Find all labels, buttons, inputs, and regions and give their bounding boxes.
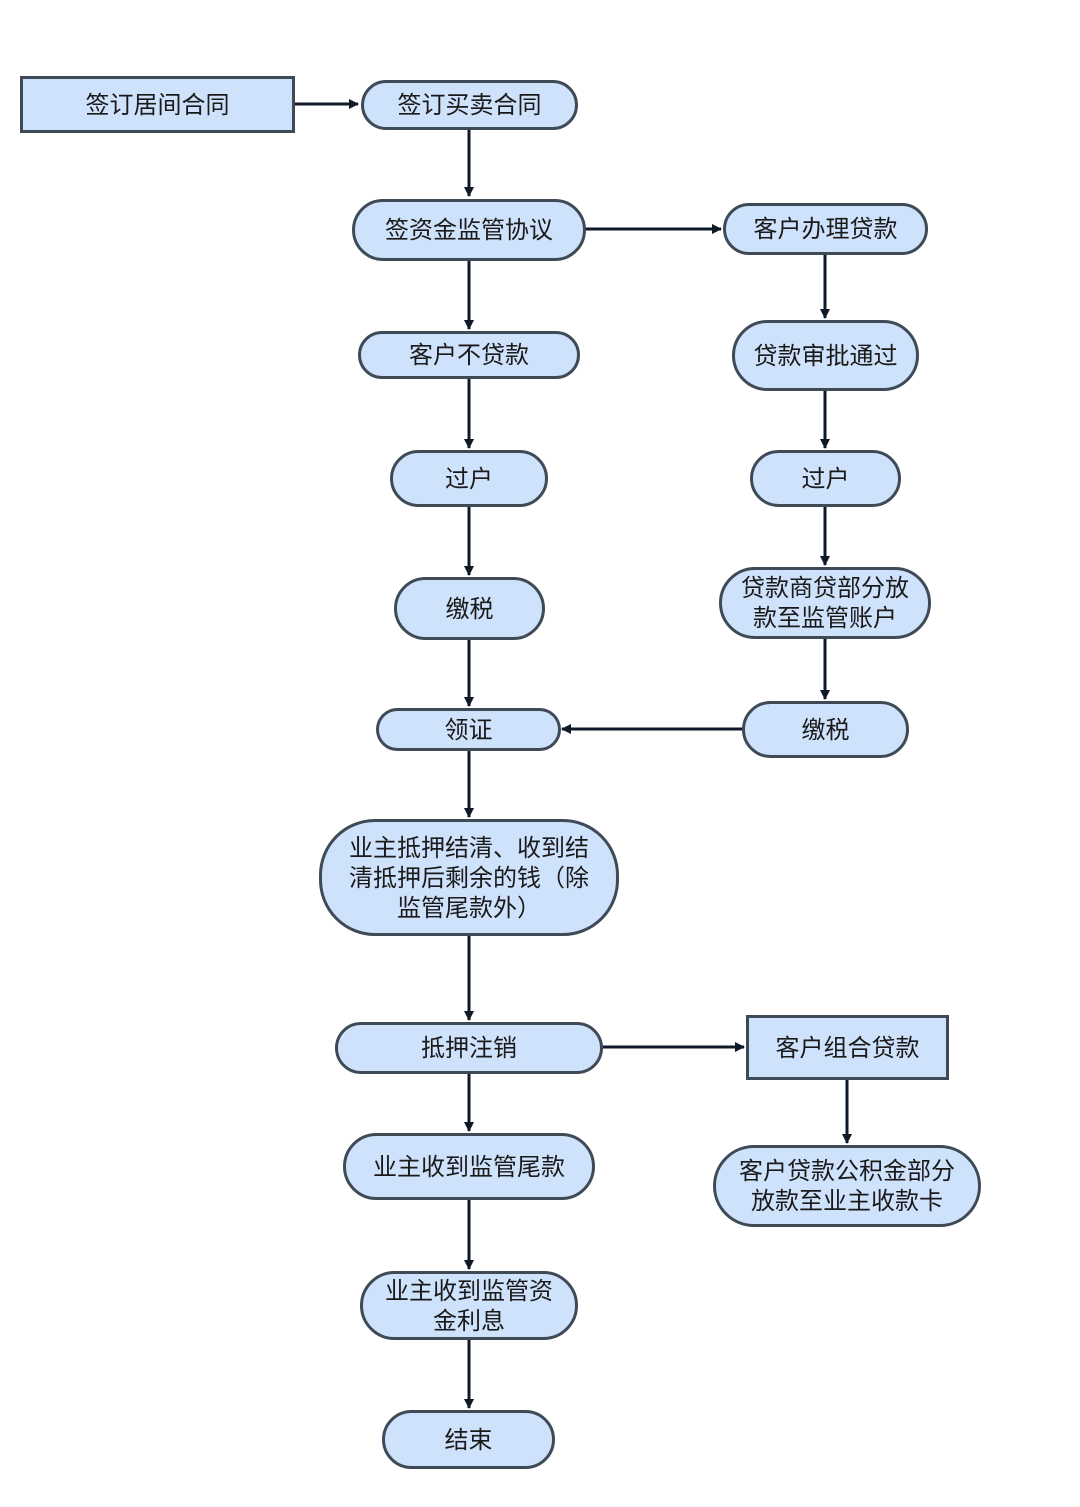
node-owner-settle-mortgage: 业主抵押结清、收到结 清抵押后剩余的钱（除 监管尾款外） — [319, 819, 619, 936]
node-label: 结束 — [444, 1425, 493, 1454]
node-no-loan: 客户不贷款 — [358, 331, 580, 379]
node-label: 业主收到监管资 金利息 — [385, 1276, 553, 1335]
node-owner-receive-final-payment: 业主收到监管尾款 — [343, 1133, 595, 1200]
node-tax-left: 缴税 — [394, 577, 545, 640]
node-label: 领证 — [444, 715, 493, 744]
node-label: 客户不贷款 — [409, 341, 529, 369]
node-sign-agency-contract: 签订居间合同 — [20, 76, 295, 133]
node-owner-receive-interest: 业主收到监管资 金利息 — [360, 1271, 578, 1340]
node-label: 缴税 — [445, 594, 494, 623]
node-label: 客户贷款公积金部分 放款至业主收款卡 — [739, 1157, 955, 1215]
node-label: 贷款商贷部分放 款至监管账户 — [741, 574, 909, 632]
node-combined-loan: 客户组合贷款 — [746, 1015, 949, 1080]
node-bank-partial-release: 贷款商贷部分放 款至监管账户 — [719, 567, 931, 639]
node-label: 客户组合贷款 — [775, 1033, 920, 1062]
node-tax-right: 缴税 — [742, 701, 909, 758]
node-sign-sale-contract: 签订买卖合同 — [361, 80, 578, 130]
node-label: 抵押注销 — [421, 1034, 517, 1062]
node-loan-approved: 贷款审批通过 — [732, 320, 919, 391]
node-label: 贷款审批通过 — [753, 341, 898, 370]
node-end: 结束 — [382, 1410, 555, 1469]
node-transfer-left: 过户 — [390, 450, 548, 507]
node-label: 签订居间合同 — [85, 90, 230, 119]
node-cancel-mortgage: 抵押注销 — [335, 1022, 603, 1074]
node-label: 过户 — [445, 464, 493, 493]
node-fund-release-to-owner: 客户贷款公积金部分 放款至业主收款卡 — [713, 1145, 981, 1227]
node-transfer-right: 过户 — [750, 450, 901, 507]
node-get-certificate: 领证 — [376, 708, 561, 751]
node-label: 客户办理贷款 — [753, 215, 898, 243]
node-label: 签订买卖合同 — [397, 91, 542, 119]
node-label: 过户 — [801, 464, 850, 493]
node-label: 业主收到监管尾款 — [373, 1152, 565, 1181]
node-sign-escrow-agreement: 签资金监管协议 — [352, 199, 586, 261]
node-label: 签资金监管协议 — [385, 216, 553, 244]
node-label: 缴税 — [801, 715, 850, 744]
node-label: 业主抵押结清、收到结 清抵押后剩余的钱（除 监管尾款外） — [349, 833, 589, 922]
node-apply-loan: 客户办理贷款 — [723, 203, 928, 255]
